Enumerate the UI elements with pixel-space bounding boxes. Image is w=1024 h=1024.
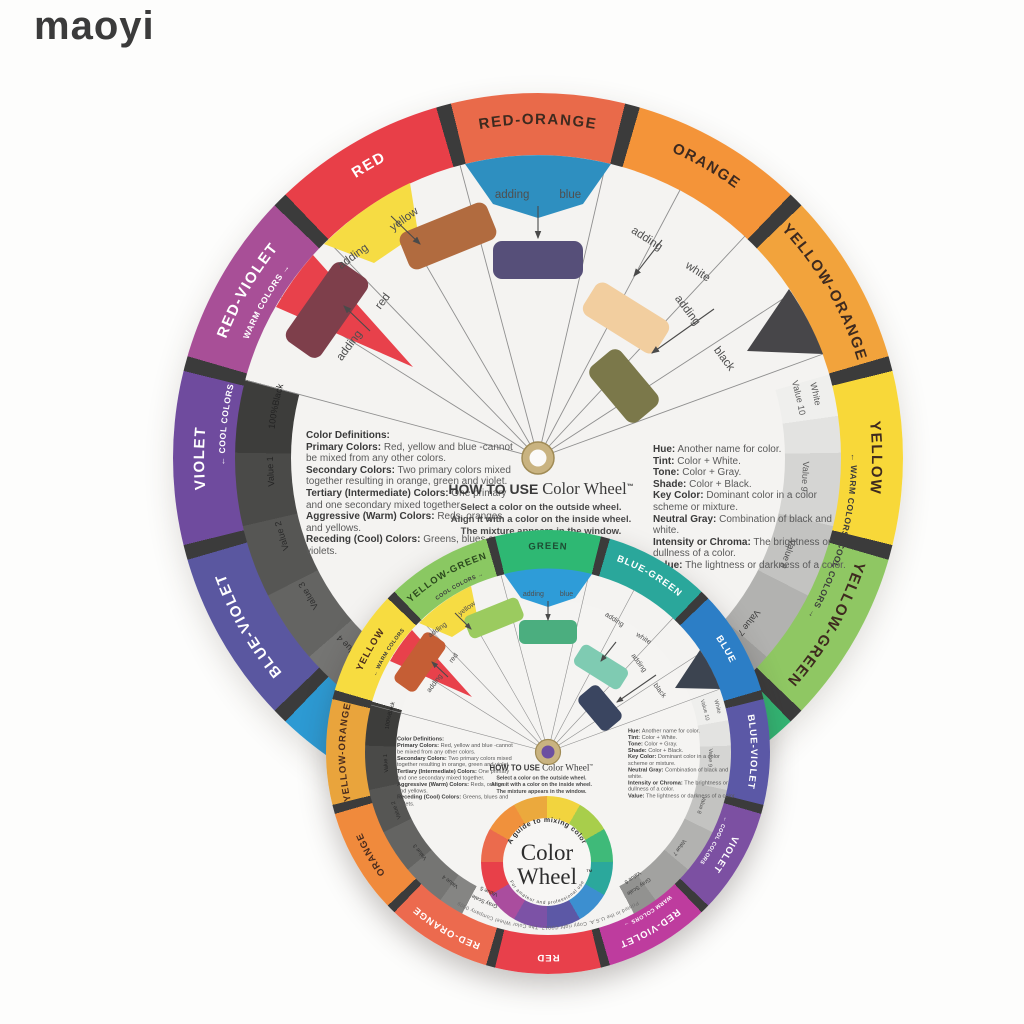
brand-watermark: maoyi <box>34 4 155 48</box>
glossary-block: Hue: Another name for color. Tint: Color… <box>653 444 846 571</box>
definitions-heading: Color Definitions: <box>306 430 390 441</box>
color-definitions-block: Color Definitions: Primary Colors: Red, … <box>306 430 513 557</box>
logo-center-disc <box>503 818 591 906</box>
color-definitions-block-small: Color Definitions: Primary Colors: Red, … <box>397 736 513 808</box>
glossary-block-small: Hue: Another name for color. Tint: Color… <box>628 728 736 800</box>
how-to-use-block: HOW TO USE Color Wheel™ Select a color o… <box>448 479 634 537</box>
how-to-use-block-small: HOW TO USE Color Wheel™ Select a color o… <box>489 762 594 795</box>
